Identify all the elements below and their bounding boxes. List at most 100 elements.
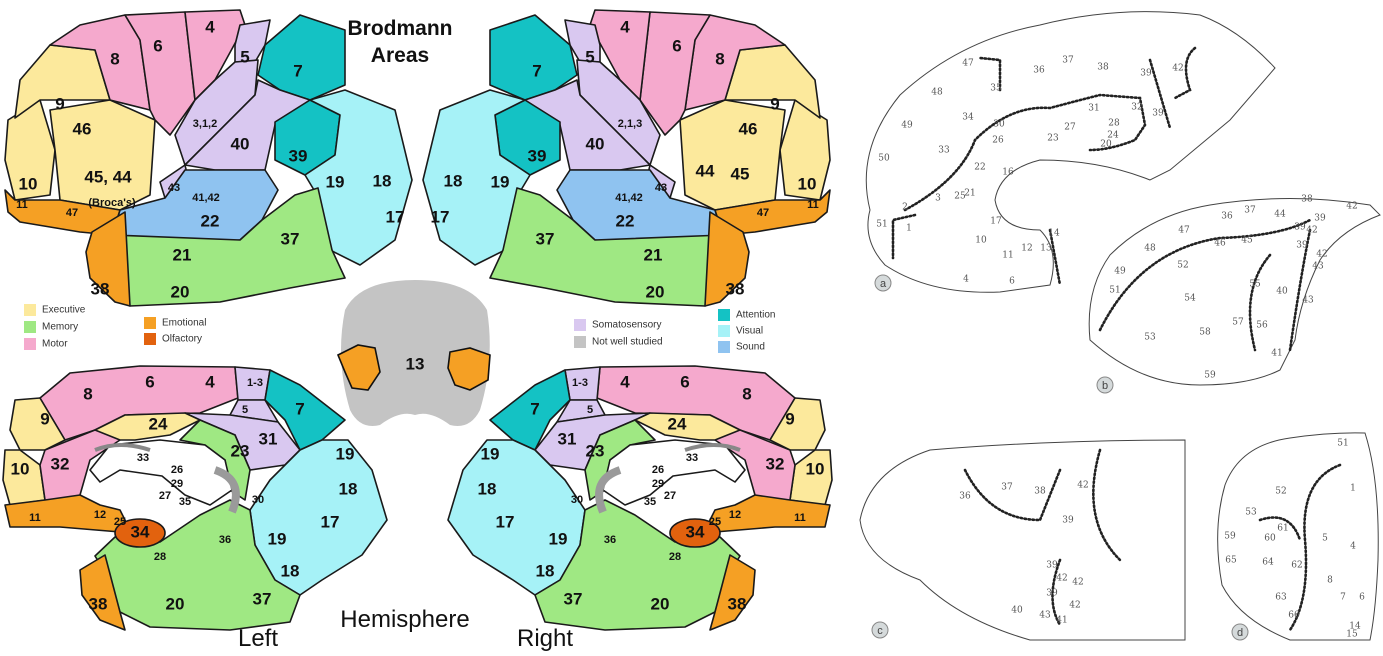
legend-label: Sound <box>736 342 765 353</box>
right-lateral-area-label: 22 <box>616 211 635 230</box>
left-area-33-band <box>94 443 151 452</box>
legend-label: Memory <box>42 322 78 333</box>
panel-d-area-label: 14 <box>1349 622 1361 632</box>
legend-swatch <box>718 341 730 353</box>
left-lateral-area-label: 4 <box>205 17 215 36</box>
area-boundary-dotted <box>978 56 1002 92</box>
left-lateral-area-label: 20 <box>171 282 190 301</box>
right-medial-area-label: 24 <box>668 414 687 433</box>
right-medial-area-label: 12 <box>729 509 741 521</box>
right-lateral-area-label: 9 <box>770 94 779 113</box>
panel-b-area-label: 41 <box>1271 349 1282 359</box>
panel-c-tag: c <box>877 625 883 637</box>
panel-a-area-label: 30 <box>993 120 1005 130</box>
right-corpus-callosum <box>602 439 746 506</box>
right-medial-area-label: 36 <box>604 534 616 546</box>
panel-b-area-label: 39 <box>1296 241 1308 251</box>
area-boundary-dotted <box>1048 228 1062 287</box>
right-lateral-area-7 <box>489 14 578 101</box>
right-lateral-area-label: 2,1,3 <box>618 118 642 130</box>
left-medial-area-label: 18 <box>339 479 358 498</box>
panel-b-area-label: 36 <box>1221 212 1233 222</box>
panel-b-area-label: 39 <box>1294 223 1306 233</box>
left-area-34 <box>114 518 166 548</box>
panel-b-area-label: 44 <box>1274 210 1286 220</box>
panel-a-area-label: 26 <box>992 136 1004 146</box>
panel-a-area-label: 31 <box>1088 104 1099 114</box>
left-lateral-area-46-45-44 <box>49 99 156 211</box>
panel-a-area-label: 12 <box>1021 244 1032 254</box>
right-medial-area-label: 18 <box>478 479 497 498</box>
right-lateral-area-label: 5 <box>585 47 594 66</box>
left-medial-area-label: 19 <box>336 444 355 463</box>
area-boundary-dotted <box>1248 253 1272 352</box>
left-hemisphere-shapes <box>2 9 413 631</box>
left-lateral-area-label: 40 <box>231 134 250 153</box>
right-lateral-area-label: 44 <box>696 161 715 180</box>
panel-tag-badge <box>1096 376 1114 394</box>
panel-a-area-label: 4 <box>963 275 969 285</box>
panel-c-area-label: 42 <box>1072 578 1083 588</box>
left-medial-area-label: 1-3 <box>247 377 263 389</box>
left-medial-area-label: 11 <box>29 512 41 524</box>
legend-swatch <box>144 333 156 345</box>
left-lateral-area-label: 38 <box>91 279 110 298</box>
right-area-34 <box>669 518 721 548</box>
left-medial-area-label: 37 <box>253 589 272 608</box>
left-medial-area-label: 9 <box>40 409 49 428</box>
panel-a-area-label: 36 <box>1033 66 1045 76</box>
panel-b-area-label: 46 <box>1214 239 1226 249</box>
left-medial-area-label: 17 <box>321 512 340 531</box>
left-medial-area-label: 12 <box>94 509 106 521</box>
left-medial-area-label: 32 <box>51 454 70 473</box>
left-lateral-area-label: 45, 44 <box>84 167 132 186</box>
panel-d-area-label: 61 <box>1277 524 1288 534</box>
panel-b-area-label: 55 <box>1249 280 1261 290</box>
panel-a-area-label: 13 <box>1040 244 1052 254</box>
right-lateral-area-label: 17 <box>431 207 450 226</box>
panel-d-outline <box>1217 432 1379 641</box>
legend-swatch <box>574 319 586 331</box>
left-medial-area-label: 8 <box>83 384 92 403</box>
right-medial-area-label: 10 <box>806 459 825 478</box>
panel-c-area-label: 40 <box>1011 606 1023 616</box>
right-medial-area-label: 26 <box>652 464 664 476</box>
left-lateral-area-label: 5 <box>240 47 249 66</box>
left-medial-area-label: 20 <box>166 594 185 613</box>
right-medial-area-label: 33 <box>686 452 698 464</box>
panel-a-area-label: 14 <box>1048 229 1060 239</box>
left-medial-areas-11-12-25 <box>4 494 131 533</box>
panel-a-area-label: 37 <box>1062 56 1074 66</box>
right-medial-areas-8-6-4 <box>596 365 796 441</box>
left-lateral-area-label: 41,42 <box>192 192 220 204</box>
panel-b-area-label: 59 <box>1204 371 1216 381</box>
panel-a-area-label: 48 <box>931 88 943 98</box>
left-medial-area-label: 25 <box>114 516 126 528</box>
panel-a-area-label: 23 <box>1047 134 1059 144</box>
panel-a-area-label: 42 <box>1172 64 1183 74</box>
panel-d-area-label: 1 <box>1350 484 1356 494</box>
right-medial-area-label: 4 <box>620 372 630 391</box>
right-medial-area-label: 9 <box>785 409 794 428</box>
left-medial-area-label: 30 <box>252 494 264 506</box>
left-medial-area-24 <box>94 412 201 441</box>
left-lateral-area-7 <box>257 14 346 101</box>
right-medial-area-label: 5 <box>587 404 593 416</box>
area-boundary-dotted <box>1051 558 1062 627</box>
legend-label: Visual <box>736 326 763 337</box>
left-medial-area-label: 7 <box>295 399 304 418</box>
panel-c-area-label: 39 <box>1046 589 1058 599</box>
panel-d-area-label: 4 <box>1350 542 1356 552</box>
right-medial-area-label: 7 <box>530 399 539 418</box>
panel-b-outline <box>1088 198 1381 386</box>
left-lateral-area-4 <box>184 9 246 101</box>
legend-label: Attention <box>736 310 775 321</box>
left-medial-area-label: 36 <box>219 534 231 546</box>
right-lateral-area-label: 45 <box>731 164 750 183</box>
right-lateral-area-label: 47 <box>757 207 769 219</box>
left-medial-area-label: 10 <box>11 459 30 478</box>
panel-c-area-label: 42 <box>1077 481 1088 491</box>
left-lateral-area-label: 11 <box>16 199 28 211</box>
labels: BrodmannAreasLeftHemisphereRight13910464… <box>11 17 1366 652</box>
